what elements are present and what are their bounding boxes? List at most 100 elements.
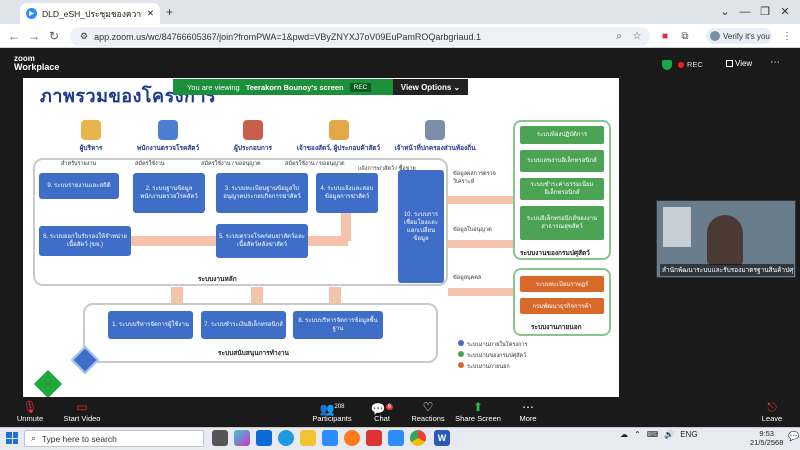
store-icon[interactable] [256, 430, 272, 446]
language-indicator[interactable]: ENG [680, 430, 698, 439]
start-video-button[interactable]: ▭Start Video [52, 400, 112, 423]
taskbar-clock[interactable]: 9:53 21/5/2568 [750, 429, 783, 447]
legend-dot-icon [458, 340, 464, 346]
file-explorer-icon[interactable] [300, 430, 316, 446]
actor-label: ผู้บริหาร [79, 145, 103, 152]
edge-label: แจ้งการฆ่าสัตว์ / ซื้อขาย [358, 166, 416, 172]
top-more-icon[interactable]: ⋯ [770, 57, 780, 68]
edge-label: ข้อมูลใบอนุญาต [453, 227, 492, 233]
close-tab-icon[interactable]: ✕ [146, 8, 154, 18]
more-button[interactable]: ⋯More [498, 400, 558, 423]
participant-figure [707, 215, 743, 265]
legend-item: ระบบงานภายในโครงการ [458, 340, 527, 349]
profile-label: Verify it's you [723, 31, 770, 41]
bookmark-star-icon[interactable]: ☆ [632, 31, 642, 42]
person-icon [328, 120, 349, 140]
flow-arrow [448, 240, 514, 248]
zoom-toolbar [0, 397, 800, 427]
minimize-button[interactable]: — [739, 6, 751, 18]
restore-button[interactable]: ❐ [760, 6, 770, 18]
tab-title: DLD_eSH_ประชุมชองความคิ... [42, 8, 142, 19]
support-box-1: 1. ระบบบริหารจัดการผู้ใช้งาน [108, 311, 193, 339]
new-tab-button[interactable]: + [166, 5, 174, 19]
reload-icon[interactable]: ↻ [48, 29, 60, 43]
site-info-icon[interactable]: ⚙ [80, 31, 89, 41]
share-screen-button[interactable]: ⬆Share Screen [448, 400, 508, 423]
actor-owner: เจ้าของสัตว์, ผู้ประกอบค้าสัตว์ [291, 120, 386, 153]
windows-start-icon[interactable] [6, 432, 18, 444]
unmute-button[interactable]: 🎙Unmute [0, 400, 60, 423]
external-system-frame [513, 268, 611, 336]
forward-icon[interactable]: → [28, 29, 40, 43]
flow-arrow [341, 213, 351, 241]
search-placeholder: Type here to search [41, 433, 117, 444]
extensions-puzzle-icon[interactable]: ⧉ [681, 31, 689, 42]
grid-icon [726, 60, 733, 67]
reactions-button[interactable]: ♡Reactions [398, 400, 458, 423]
heart-icon: ♡ [422, 400, 434, 414]
slide-title: ภาพรวมของโครงการ [40, 86, 217, 106]
record-dot-icon [678, 61, 684, 68]
flow-arrow [251, 287, 263, 303]
weather-icon[interactable]: ☁ [620, 430, 628, 439]
view-options-button[interactable]: View Options ⌄ [393, 79, 468, 95]
legend-label: ระบบงานภายในโครงการ [467, 342, 528, 348]
chrome-icon[interactable] [410, 430, 426, 446]
extension-icon[interactable]: ■ [661, 31, 669, 42]
task-view-icon[interactable] [212, 430, 228, 446]
flow-arrow [131, 236, 216, 246]
browser-tab[interactable]: ▶ DLD_eSH_ประชุมชองความคิ... ✕ [20, 3, 160, 24]
zoom-magnifier-icon[interactable]: ⌕ [616, 31, 622, 42]
chat-label: Chat [374, 414, 390, 423]
video-off-icon: ▭ [76, 400, 88, 414]
logo-line1: zoom [14, 54, 35, 63]
presenter-name: Teerakorn Bounoy's screen [245, 82, 344, 92]
external-box: กรมพัฒนาธุรกิจการค้า [520, 298, 604, 314]
leave-icon: ⎋ [767, 400, 777, 414]
profile-button[interactable]: Verify it's you [706, 28, 772, 44]
browser-menu-icon[interactable]: ⋮ [782, 31, 792, 42]
support-box-8: 8. ระบบบริหารจัดการข้อมูลพื้นฐาน [293, 311, 383, 339]
copilot-icon[interactable] [234, 430, 250, 446]
actor-local-officer: เจ้าหน้าที่ปกครองส่วนท้องถิ่น [385, 120, 485, 153]
shared-screen: ภาพรวมของโครงการ You are viewing Teerako… [23, 78, 619, 399]
edge-label: สำหรับรายงาน [61, 161, 97, 167]
core-box-4: 4. ระบบแจ้งและสอบข้อมูลการฆ่าสัตว์ [316, 173, 378, 213]
clock-date: 21/5/2568 [750, 438, 784, 447]
security-shield-icon[interactable] [662, 60, 672, 70]
participants-icon: 👥208 [319, 402, 345, 416]
core-system-frame [33, 158, 448, 286]
dld-box: ระบบชำระค่าธรรมเนียมอิเล็กทรอนิกส์ [520, 178, 604, 200]
tab-search-icon[interactable]: ⌄ [720, 6, 730, 18]
zoom-workplace-icon[interactable] [388, 430, 404, 446]
word-icon[interactable]: W [434, 430, 450, 446]
network-icon[interactable]: ⌨ [646, 430, 659, 439]
actor-operator: ผู้ประกอบการ [213, 120, 293, 153]
back-icon[interactable]: ← [8, 29, 20, 43]
zoom-app-icon[interactable] [322, 430, 338, 446]
close-window-button[interactable]: ✕ [780, 6, 790, 18]
core-box-6: 6. ระบบออกใบรับรองให้จำหน่ายเนื้อสัตว์ (… [39, 226, 131, 256]
view-button[interactable]: View [726, 59, 752, 68]
start-video-label: Start Video [63, 414, 101, 423]
address-bar[interactable]: ⚙ app.zoom.us/wc/84766605367/join?fromPW… [70, 27, 650, 46]
person-icon [81, 120, 101, 140]
core-box-2: 2. ระบบฐานข้อมูลพนักงานตรวจโรคสัตว์ [133, 173, 205, 213]
show-hidden-icon[interactable]: ⌃ [634, 430, 641, 439]
participants-count: 208 [334, 404, 345, 410]
notifications-icon[interactable]: 💬 [788, 431, 800, 441]
acrobat-icon[interactable] [366, 430, 382, 446]
taskbar-search[interactable]: ⌕ Type here to search [24, 430, 204, 447]
firefox-icon[interactable] [344, 430, 360, 446]
edge-icon[interactable] [278, 430, 294, 446]
flow-arrow [448, 196, 514, 204]
legend-label: ระบบงานภายนอก [467, 364, 510, 370]
more-icon: ⋯ [522, 400, 534, 414]
edge-label: สมัครใช้งาน / ขออนุญาต [285, 161, 345, 167]
more-label: More [519, 414, 537, 423]
leave-button[interactable]: ⎋Leave [746, 400, 798, 423]
volume-icon[interactable]: 🔊 [664, 430, 675, 439]
flow-arrow [308, 236, 348, 246]
